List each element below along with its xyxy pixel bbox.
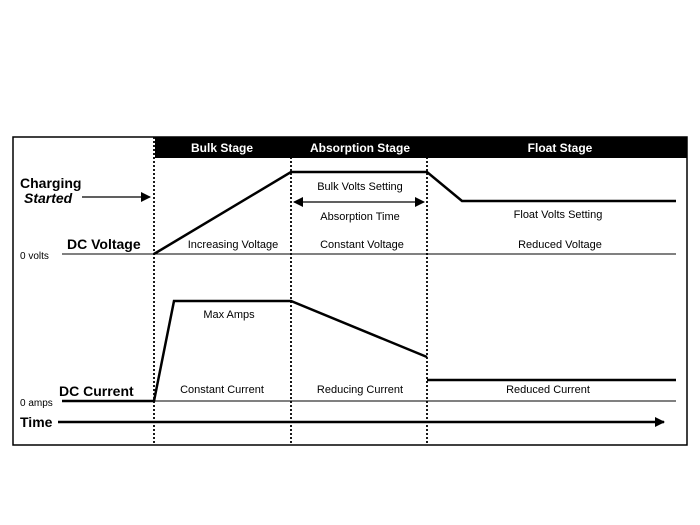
absorption-time-label: Absorption Time — [320, 211, 399, 223]
charging-label: Charging — [20, 175, 81, 191]
voltage-curve — [153, 170, 676, 256]
dc-current-label: DC Current — [59, 383, 134, 399]
bulk-volts-setting-label: Bulk Volts Setting — [317, 181, 403, 193]
bulk-stage-heading: Bulk Stage — [191, 141, 253, 155]
started-label: Started — [24, 190, 73, 206]
max-amps-label: Max Amps — [203, 309, 255, 321]
time-label: Time — [20, 414, 53, 430]
current-curve — [62, 299, 428, 403]
float-volts-setting-label: Float Volts Setting — [514, 209, 603, 221]
reduced-voltage-label: Reduced Voltage — [518, 239, 602, 251]
absorption-stage-heading: Absorption Stage — [310, 141, 410, 155]
zero-amps-label: 0 amps — [20, 398, 53, 409]
reduced-current-label: Reduced Current — [506, 384, 590, 396]
reducing-current-label: Reducing Current — [317, 384, 403, 396]
zero-volts-label: 0 volts — [20, 251, 49, 262]
stage-header-bar — [155, 137, 687, 158]
constant-current-label: Constant Current — [180, 384, 264, 396]
increasing-voltage-label: Increasing Voltage — [188, 239, 279, 251]
float-stage-heading: Float Stage — [528, 141, 593, 155]
dc-voltage-label: DC Voltage — [67, 236, 141, 252]
constant-voltage-label: Constant Voltage — [320, 239, 404, 251]
